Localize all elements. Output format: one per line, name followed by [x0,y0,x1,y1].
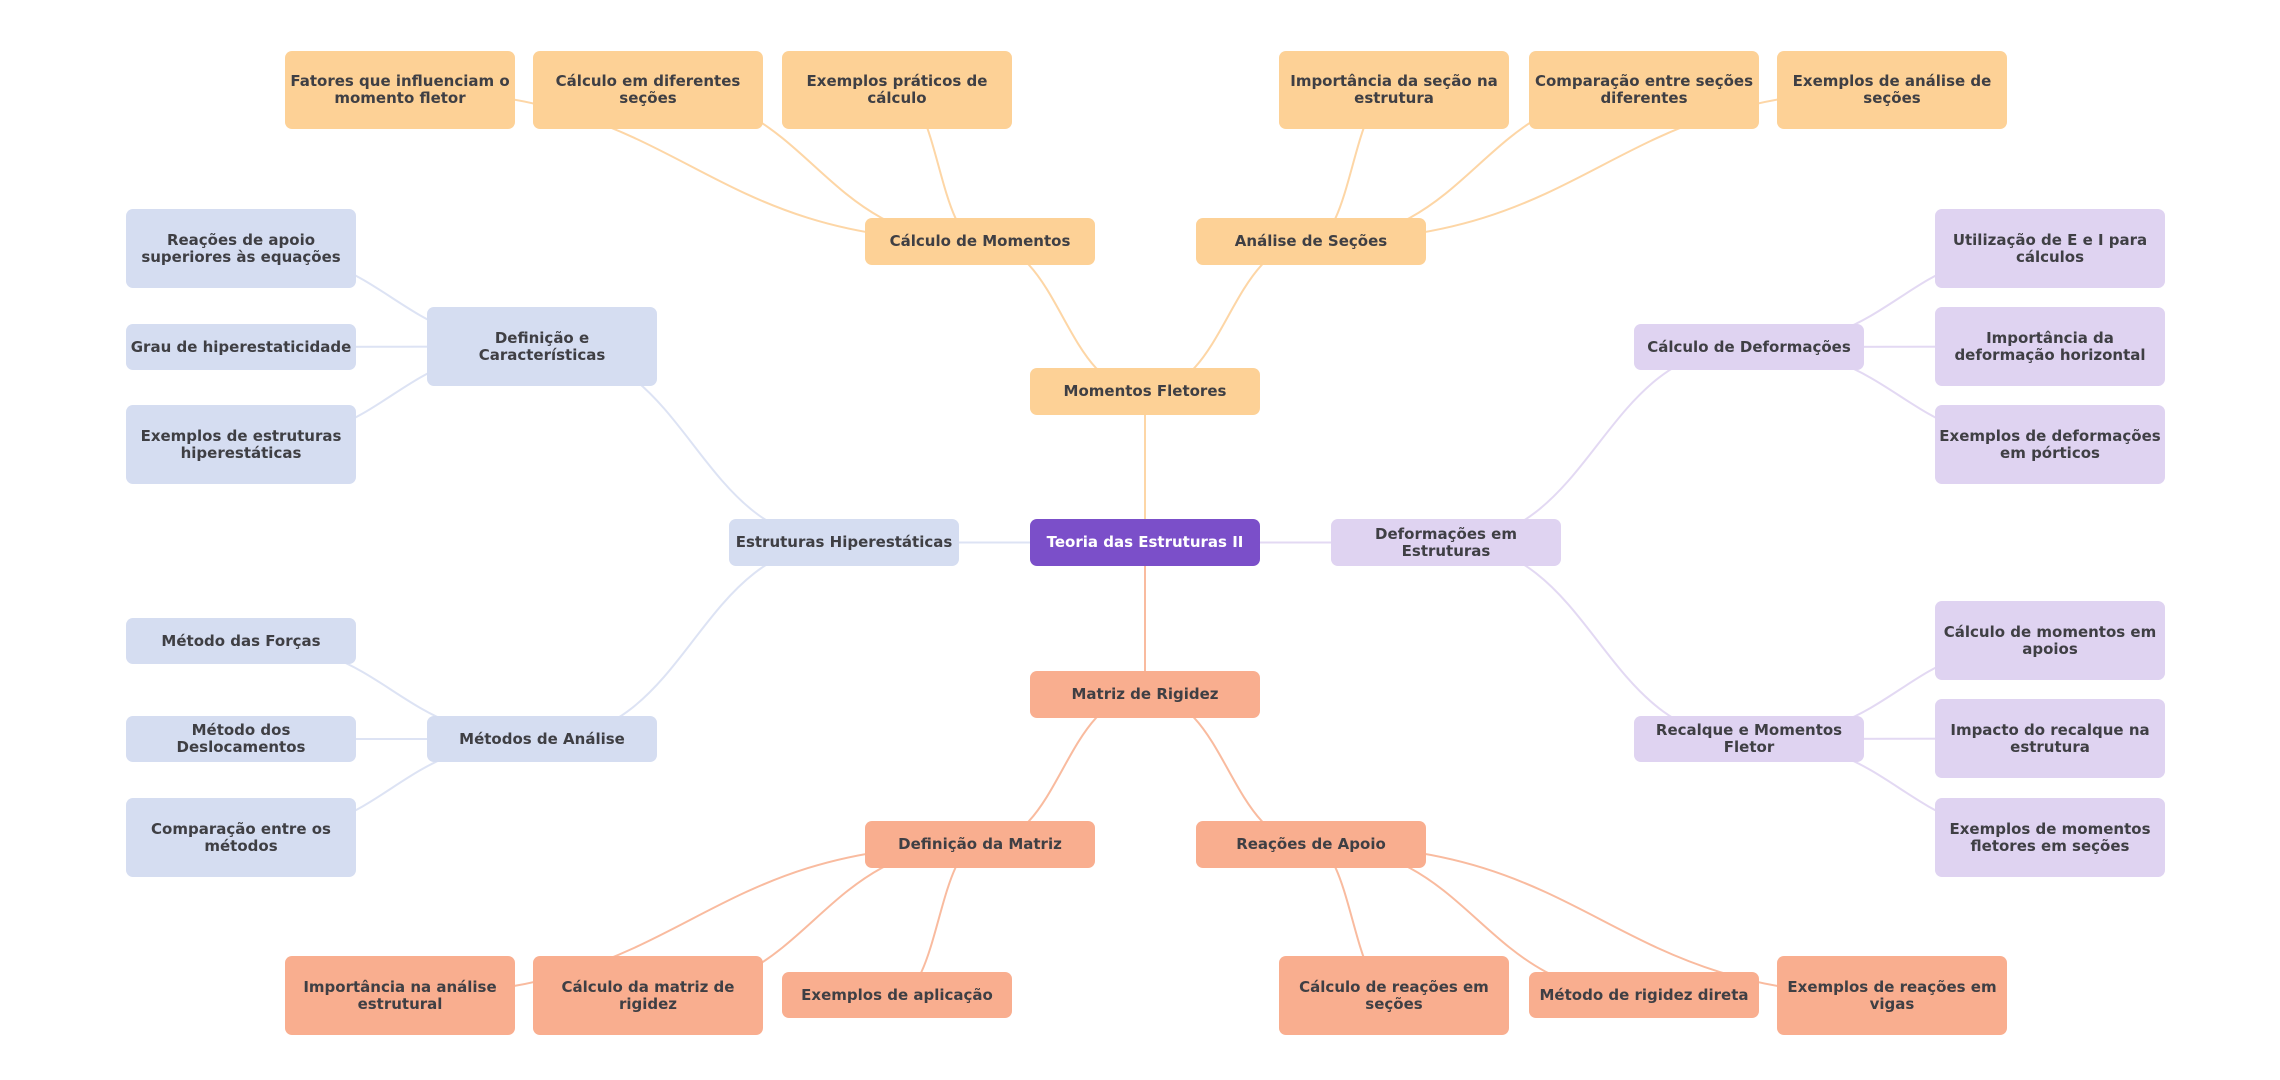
node-label: Cálculo de Deformações [1647,337,1851,356]
subtopic-node-definicao-e-caracteristicas[interactable]: Definição e Características [427,307,657,386]
root-node[interactable]: Teoria das Estruturas II [1030,519,1260,566]
node-label: Momentos Fletores [1063,382,1227,400]
branch-node-estruturas-hiperestaticas[interactable]: Estruturas Hiperestáticas [729,519,959,566]
node-label: Exemplos de análise de seções [1792,72,1992,107]
leaf-node[interactable]: Grau de hiperestaticidade [126,324,356,370]
leaf-node[interactable]: Impacto do recalque na estrutura [1935,699,2165,778]
node-label: Exemplos de deformações em pórticos [1939,426,2161,462]
subtopic-node-recalque-e-momentos-fletor[interactable]: Recalque e Momentos Fletor [1634,716,1864,762]
subtopic-node-reacoes-de-apoio[interactable]: Reações de Apoio [1196,821,1426,868]
node-label: Reações de Apoio [1236,835,1386,853]
leaf-node[interactable]: Exemplos de aplicação [782,972,1012,1018]
node-label: Cálculo em diferentes seções [555,72,741,107]
node-label: Deformações em Estruturas [1375,524,1517,560]
node-label: Comparação entre seções diferentes [1534,72,1754,107]
node-label: Exemplos de reações em vigas [1787,977,1997,1013]
subtopic-node-calculo-de-momentos[interactable]: Cálculo de Momentos [865,218,1095,265]
node-label: Métodos de Análise [459,729,625,748]
leaf-node[interactable]: Importância na análise estrutural [285,956,515,1035]
leaf-node[interactable]: Reações de apoio superiores às equações [126,209,356,288]
leaf-node[interactable]: Exemplos de análise de seções [1777,51,2007,129]
node-label: Definição da Matriz [898,835,1062,853]
node-label: Método dos Deslocamentos [176,721,306,756]
leaf-node[interactable]: Cálculo de momentos em apoios [1935,601,2165,680]
node-label: Análise de Seções [1234,232,1388,250]
node-label: Cálculo de Momentos [889,232,1071,250]
leaf-node[interactable]: Exemplos práticos de cálculo [782,51,1012,129]
leaf-node[interactable]: Cálculo em diferentes seções [533,51,763,129]
node-label: Reações de apoio superiores às equações [141,230,341,266]
node-label: Teoria das Estruturas II [1046,533,1244,551]
node-label: Estruturas Hiperestáticas [735,533,953,551]
node-label: Cálculo de reações em seções [1299,977,1489,1013]
subtopic-node-analise-de-secoes[interactable]: Análise de Seções [1196,218,1426,265]
node-label: Método das Forças [161,631,321,650]
leaf-node[interactable]: Método das Forças [126,618,356,664]
node-label: Comparação entre os métodos [151,819,331,855]
edge-b1s1 [541,541,845,740]
leaf-node[interactable]: Exemplos de reações em vigas [1777,956,2007,1035]
branch-node-deformacoes-em-estruturas[interactable]: Deformações em Estruturas [1331,519,1561,566]
subtopic-node-metodos-de-analise[interactable]: Métodos de Análise [427,716,657,762]
leaf-node[interactable]: Comparação entre os métodos [126,798,356,877]
leaf-node[interactable]: Utilização de E e I para cálculos [1935,209,2165,288]
leaf-node[interactable]: Exemplos de momentos fletores em seções [1935,798,2165,877]
subtopic-node-calculo-de-deformacoes[interactable]: Cálculo de Deformações [1634,324,1864,370]
leaf-node[interactable]: Exemplos de deformações em pórticos [1935,405,2165,484]
node-label: Exemplos de estruturas hiperestáticas [140,426,342,462]
leaf-node[interactable]: Importância da seção na estrutura [1279,51,1509,129]
node-label: Importância da deformação horizontal [1954,328,2146,364]
node-label: Grau de hiperestaticidade [130,337,352,356]
leaf-node[interactable]: Método dos Deslocamentos [126,716,356,762]
leaf-node[interactable]: Exemplos de estruturas hiperestáticas [126,405,356,484]
node-label: Cálculo da matriz de rigidez [561,977,735,1013]
node-label: Método de rigidez direta [1539,985,1749,1004]
node-label: Exemplos de momentos fletores em seções [1949,819,2151,855]
branch-node-momentos-fletores[interactable]: Momentos Fletores [1030,368,1260,415]
leaf-node[interactable]: Fatores que influenciam o momento fletor [285,51,515,129]
leaf-node[interactable]: Método de rigidez direta [1529,972,1759,1018]
node-label: Utilização de E e I para cálculos [1952,230,2148,266]
node-label: Matriz de Rigidez [1071,685,1219,703]
node-label: Importância da seção na estrutura [1290,72,1498,107]
subtopic-node-definicao-da-matriz[interactable]: Definição da Matriz [865,821,1095,868]
leaf-node[interactable]: Importância da deformação horizontal [1935,307,2165,386]
node-label: Definição e Características [478,328,606,364]
edge-b2s1 [1445,541,1750,740]
node-label: Fatores que influenciam o momento fletor [290,72,510,107]
leaf-node[interactable]: Comparação entre seções diferentes [1529,51,1759,129]
node-label: Recalque e Momentos Fletor [1655,721,1843,756]
edge-b2s0 [1445,346,1750,544]
node-label: Impacto do recalque na estrutura [1950,720,2150,756]
leaf-node[interactable]: Cálculo de reações em seções [1279,956,1509,1035]
leaf-node[interactable]: Cálculo da matriz de rigidez [533,956,763,1035]
branch-node-matriz-de-rigidez[interactable]: Matriz de Rigidez [1030,671,1260,718]
node-label: Exemplos de aplicação [801,985,993,1004]
node-label: Importância na análise estrutural [303,977,497,1013]
node-label: Cálculo de momentos em apoios [1943,622,2157,658]
node-label: Exemplos práticos de cálculo [806,72,988,107]
